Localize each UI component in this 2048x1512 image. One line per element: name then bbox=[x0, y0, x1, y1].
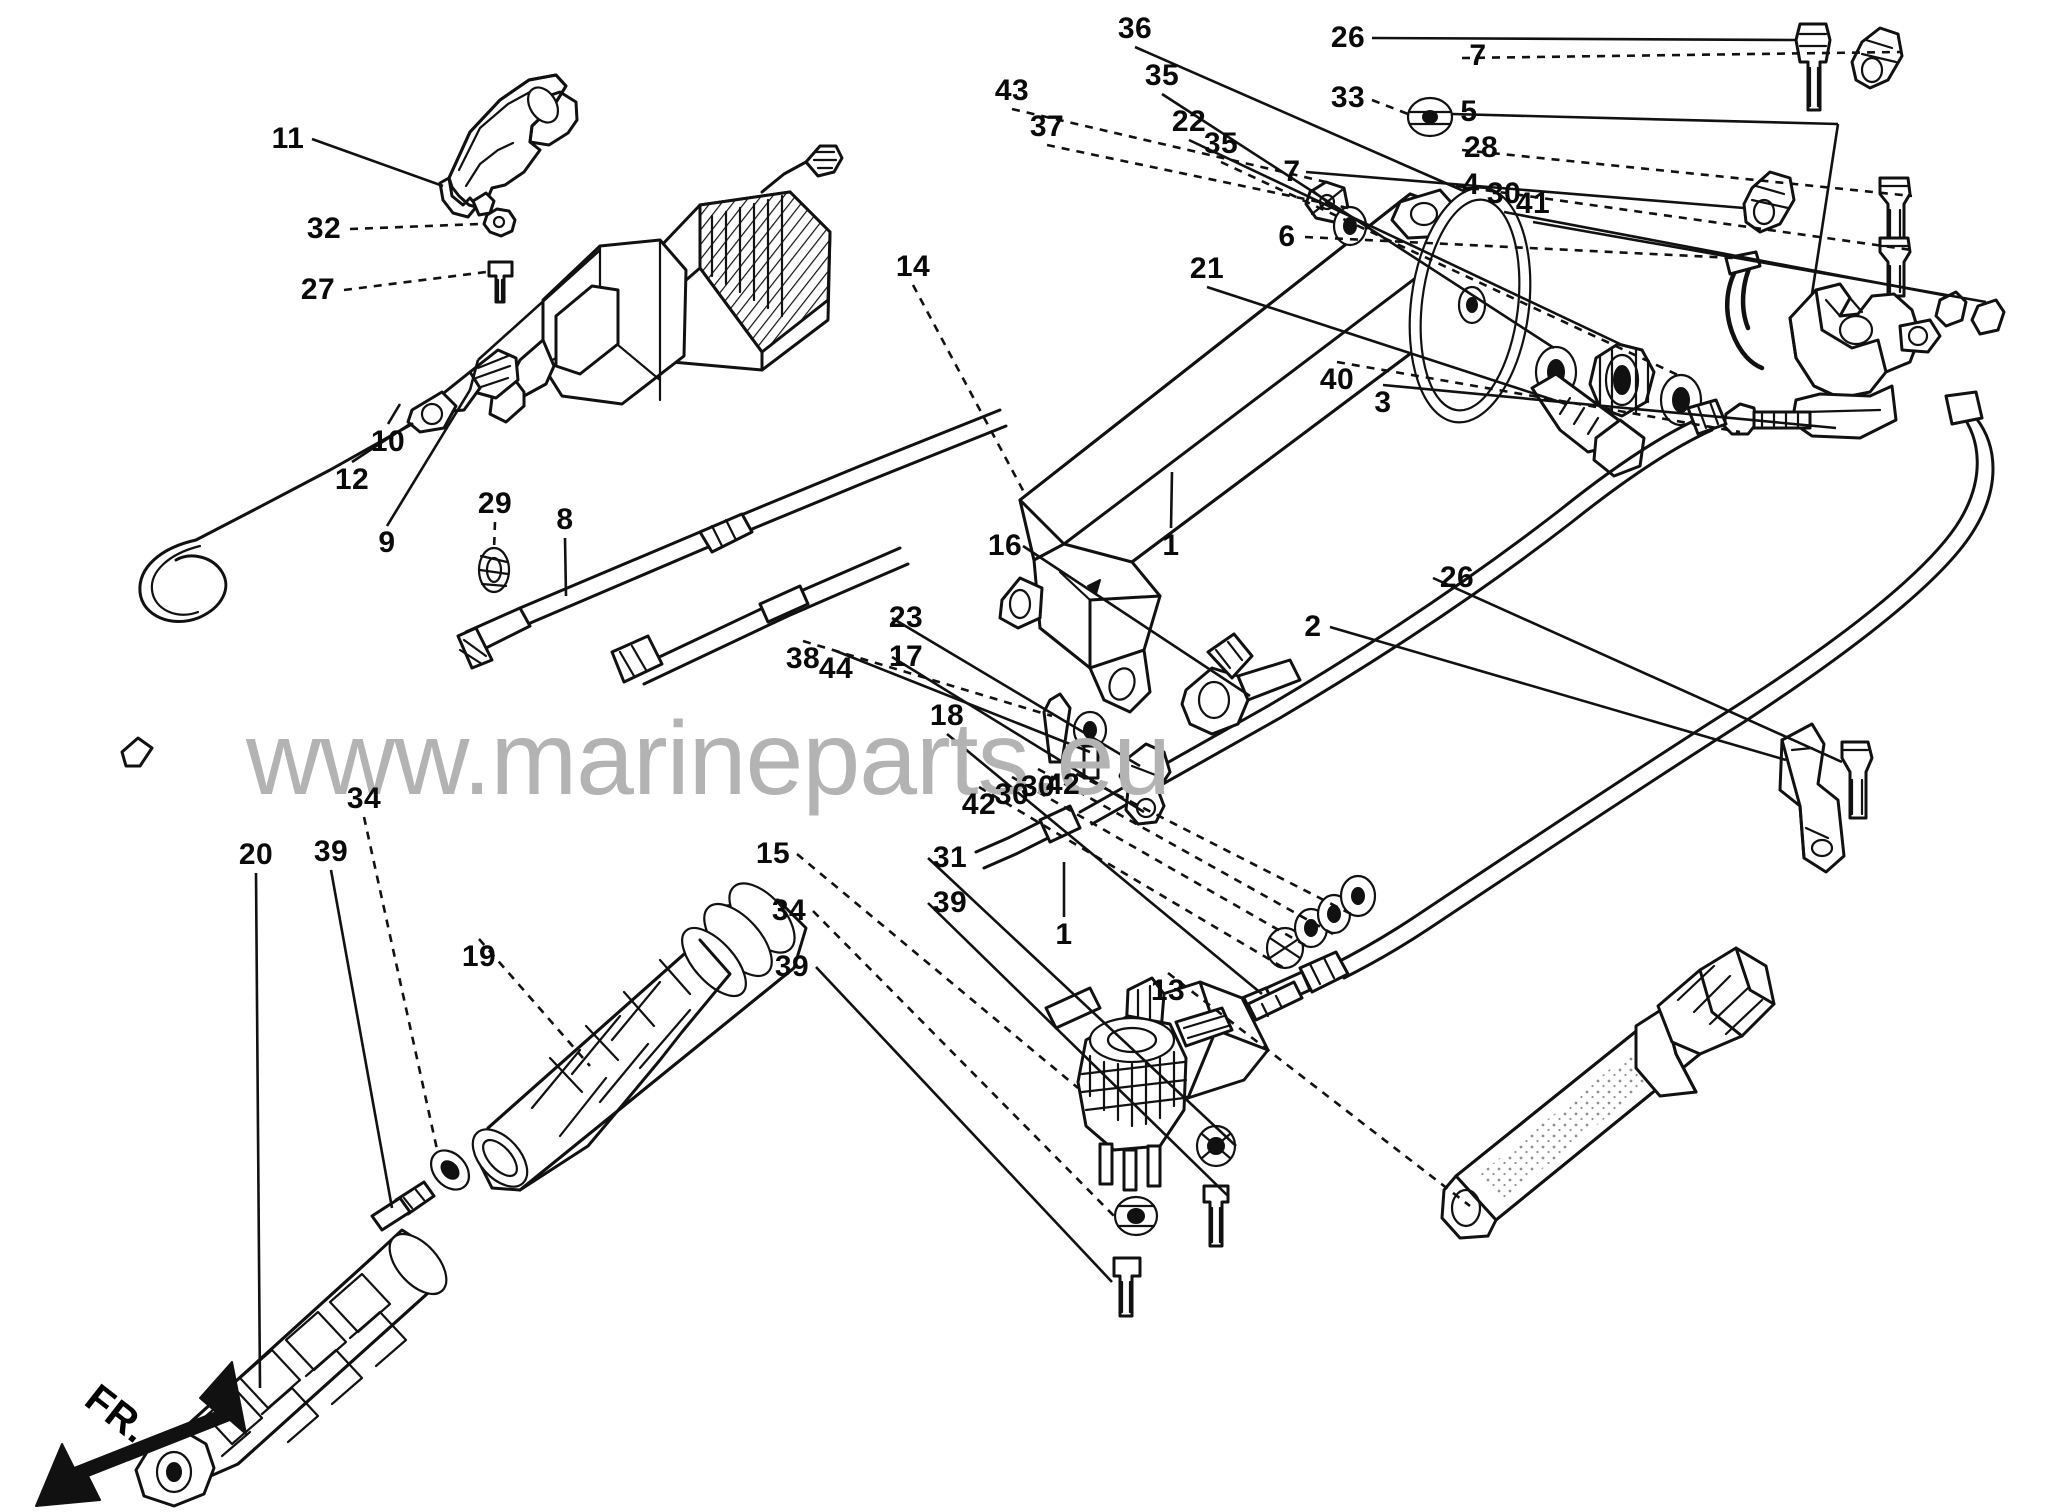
callout-6: 6 bbox=[1278, 220, 1296, 253]
callout-42: 42 bbox=[1045, 768, 1081, 801]
callout-29: 29 bbox=[477, 487, 513, 520]
callout-35: 35 bbox=[1203, 127, 1239, 160]
callout-40: 40 bbox=[1319, 363, 1355, 396]
callout-22: 22 bbox=[1171, 105, 1207, 138]
part-8-throttle-cable bbox=[456, 408, 1008, 670]
callout-13: 13 bbox=[1150, 974, 1186, 1007]
callout-7: 7 bbox=[1469, 39, 1487, 72]
callout-20: 20 bbox=[238, 838, 274, 871]
part-39-screw-a bbox=[1202, 1184, 1230, 1248]
callout-43: 43 bbox=[994, 74, 1030, 107]
callout-34: 34 bbox=[771, 894, 807, 927]
callout-38: 38 bbox=[785, 642, 821, 675]
part-22-bushing bbox=[1588, 342, 1656, 418]
fr-label: FR. bbox=[76, 1376, 158, 1453]
callout-39: 39 bbox=[313, 835, 349, 868]
part-3-lever-bracket bbox=[1788, 282, 1942, 440]
part-23-17-bracket bbox=[1118, 742, 1172, 826]
callout-15: 15 bbox=[755, 837, 791, 870]
callout-41: 41 bbox=[1515, 187, 1551, 220]
part-34-washer-bottom bbox=[1113, 1195, 1159, 1237]
part-16-cable-clamp bbox=[1180, 632, 1302, 736]
callout-32: 32 bbox=[306, 212, 342, 245]
callout-34: 34 bbox=[346, 782, 382, 815]
callout-44: 44 bbox=[818, 652, 854, 685]
callout-36: 36 bbox=[1117, 12, 1153, 45]
part-15-switch bbox=[1076, 1014, 1188, 1192]
callout-8: 8 bbox=[556, 503, 574, 536]
callout-12: 12 bbox=[334, 463, 370, 496]
inner-cable-assembly bbox=[610, 546, 910, 686]
part-9-stop-switch bbox=[488, 144, 844, 424]
part-19-throttle-grip bbox=[471, 882, 808, 1192]
part-29-grommet bbox=[477, 546, 511, 594]
part-6-cable-guide bbox=[1724, 250, 1765, 371]
callout-5: 5 bbox=[1460, 95, 1478, 128]
callout-9: 9 bbox=[378, 526, 396, 559]
part-7-clip-b bbox=[1742, 170, 1796, 234]
part-7-clip-a bbox=[1850, 26, 1904, 90]
callout-11: 11 bbox=[271, 122, 305, 155]
callout-1: 1 bbox=[1162, 529, 1180, 562]
part-21-cable-fitting bbox=[1530, 372, 1646, 478]
callout-39: 39 bbox=[774, 950, 810, 983]
callout-1: 1 bbox=[1055, 918, 1073, 951]
callout-30: 30 bbox=[1486, 177, 1522, 210]
leader-lines bbox=[254, 36, 1987, 1389]
part-41-clip bbox=[1970, 298, 2006, 336]
callout-37: 37 bbox=[1029, 110, 1065, 143]
callout-18: 18 bbox=[929, 699, 965, 732]
part-32-nut bbox=[482, 207, 517, 238]
callout-21: 21 bbox=[1189, 252, 1225, 285]
callout-26: 26 bbox=[1330, 21, 1366, 54]
callout-17: 17 bbox=[888, 640, 924, 673]
part-39-screw-grip bbox=[370, 1180, 436, 1232]
part-13-grip-tube bbox=[1440, 946, 1776, 1240]
callout-16: 16 bbox=[987, 529, 1023, 562]
part-33-washer-shape bbox=[1406, 96, 1454, 138]
callout-26: 26 bbox=[1439, 561, 1475, 594]
part-42-washer-a bbox=[1265, 926, 1305, 970]
callout-30: 30 bbox=[1020, 770, 1056, 803]
callout-7: 7 bbox=[1283, 155, 1301, 188]
callout-10: 10 bbox=[370, 425, 406, 458]
callout-19: 19 bbox=[461, 940, 497, 973]
callout-3: 3 bbox=[1374, 386, 1392, 419]
callout-2: 2 bbox=[1304, 610, 1322, 643]
part-10-12-lanyard-plug bbox=[120, 348, 520, 768]
callout-4: 4 bbox=[1462, 168, 1480, 201]
part-42-washer-b bbox=[1339, 874, 1377, 918]
callout-35: 35 bbox=[1144, 59, 1180, 92]
callout-28: 28 bbox=[1463, 131, 1499, 164]
callout-31: 31 bbox=[932, 841, 968, 874]
part-2-bracket bbox=[1778, 722, 1846, 874]
part-26-bolt-right bbox=[1840, 740, 1874, 820]
fr-direction-arrow bbox=[35, 1361, 247, 1507]
part-31-nut bbox=[1195, 1124, 1237, 1168]
callout-30: 30 bbox=[994, 778, 1030, 811]
callout-14: 14 bbox=[895, 250, 931, 283]
part-11-cable-bracket bbox=[438, 73, 579, 219]
callout-27: 27 bbox=[300, 273, 336, 306]
callout-33: 33 bbox=[1330, 81, 1366, 114]
part-39-screw-b bbox=[1112, 1256, 1142, 1318]
part-26-bolt-top bbox=[1794, 22, 1832, 112]
fr-direction-marker: FR. bbox=[30, 1320, 260, 1510]
part-4-bolt bbox=[1878, 236, 1912, 298]
callout-39: 39 bbox=[932, 886, 968, 919]
callout-42: 42 bbox=[961, 788, 997, 821]
part-28-bolt bbox=[1878, 176, 1912, 244]
part-34-washer-grip bbox=[429, 1149, 471, 1191]
callout-23: 23 bbox=[888, 601, 924, 634]
part-27-bolt bbox=[487, 260, 514, 304]
part-30-clip bbox=[1934, 290, 1968, 328]
part-44-collar bbox=[1072, 710, 1108, 780]
